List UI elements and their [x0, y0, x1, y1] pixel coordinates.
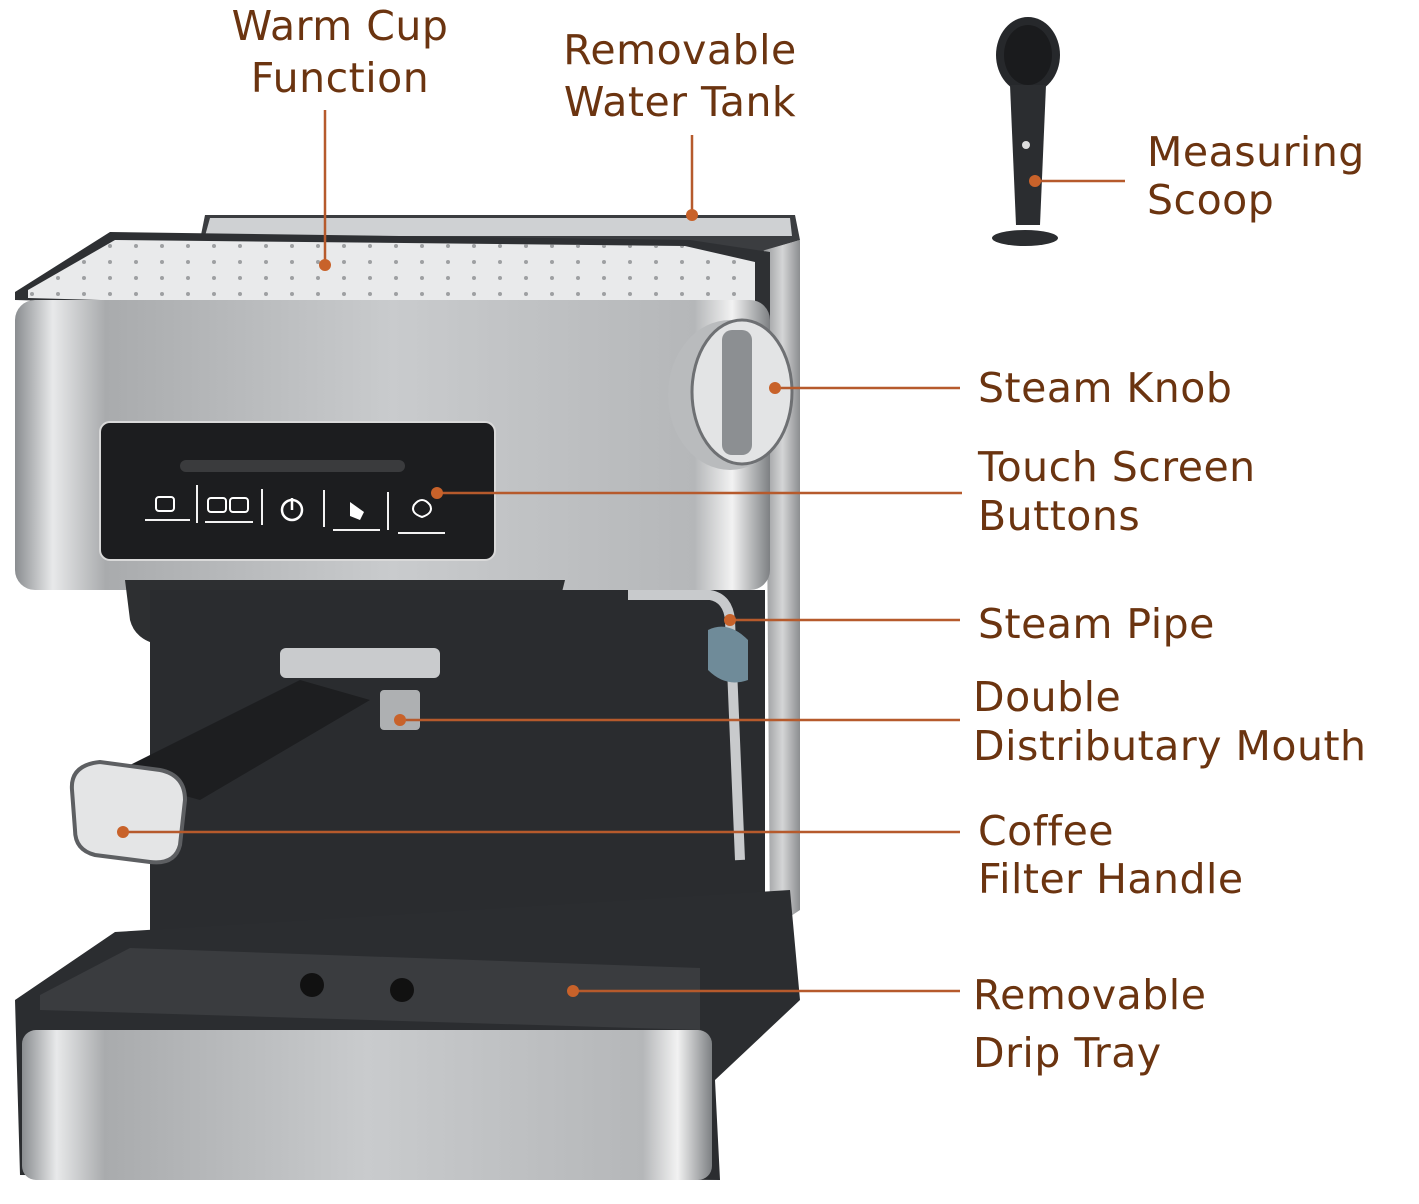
single-cup-icon[interactable]: [155, 496, 175, 512]
label-line: Removable: [973, 971, 1207, 1019]
drip-tray[interactable]: [15, 890, 800, 1180]
label-warm-cup: Warm Cup Function: [200, 0, 480, 104]
filter-handle[interactable]: [69, 648, 440, 865]
label-line: Buttons: [978, 492, 1141, 540]
label-line: Steam Knob: [978, 364, 1233, 412]
label-line: Steam Pipe: [978, 600, 1215, 648]
leader-dots: [117, 175, 1041, 997]
label-scoop: Measuring Scoop: [1147, 128, 1365, 224]
touch-icon[interactable]: [350, 502, 364, 520]
label-line: Water Tank: [563, 78, 797, 126]
label-line: Measuring: [1147, 128, 1365, 176]
label-steam-knob: Steam Knob: [978, 362, 1232, 414]
label-line: Drip Tray: [973, 1029, 1162, 1077]
label-line: Double: [973, 673, 1122, 721]
warm-cup-tray: [15, 232, 770, 320]
label-line: Removable: [563, 26, 797, 74]
label-line: Scoop: [1147, 176, 1275, 224]
label-double-mouth: Double Distributary Mouth: [973, 673, 1367, 771]
steam-icon[interactable]: [412, 499, 432, 519]
power-icon[interactable]: [280, 498, 304, 522]
label-line: Filter Handle: [978, 855, 1244, 903]
leader-lines: [123, 110, 1125, 993]
label-line: Distributary Mouth: [973, 722, 1367, 770]
label-drip-tray: Removable Drip Tray: [973, 966, 1206, 1082]
measuring-scoop: [992, 17, 1060, 246]
label-line: Warm Cup: [231, 2, 449, 50]
label-water-tank: Removable Water Tank: [530, 24, 830, 128]
label-touch-screen: Touch Screen Buttons: [978, 443, 1256, 541]
label-line: Function: [250, 54, 430, 102]
label-steam-pipe: Steam Pipe: [978, 598, 1215, 650]
label-line: Coffee: [978, 807, 1115, 855]
label-filter-handle: Coffee Filter Handle: [978, 807, 1244, 903]
touch-panel: [99, 421, 496, 561]
double-cup-icon[interactable]: [207, 497, 249, 513]
steam-knob[interactable]: [668, 318, 794, 470]
label-line: Touch Screen: [978, 443, 1256, 491]
